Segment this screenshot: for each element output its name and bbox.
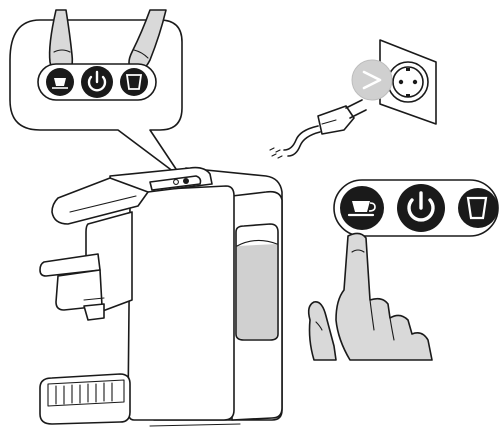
inset-large-cup-button[interactable] — [458, 188, 498, 228]
arrow-right-icon — [352, 60, 392, 100]
inset-power-button[interactable] — [397, 184, 445, 232]
cable-dashes — [270, 148, 282, 158]
press-inset-control-panel — [334, 180, 498, 236]
inset-small-cup-button[interactable] — [340, 186, 384, 230]
pressing-hand — [309, 233, 432, 360]
callout-small-cup-button[interactable] — [46, 68, 74, 96]
drip-tray — [40, 374, 130, 424]
callout-power-button[interactable] — [81, 66, 113, 98]
power-plug-icon — [270, 100, 366, 158]
coffee-machine — [40, 168, 282, 426]
callout-large-cup-button[interactable] — [120, 68, 148, 96]
callout-control-panel — [38, 64, 156, 100]
